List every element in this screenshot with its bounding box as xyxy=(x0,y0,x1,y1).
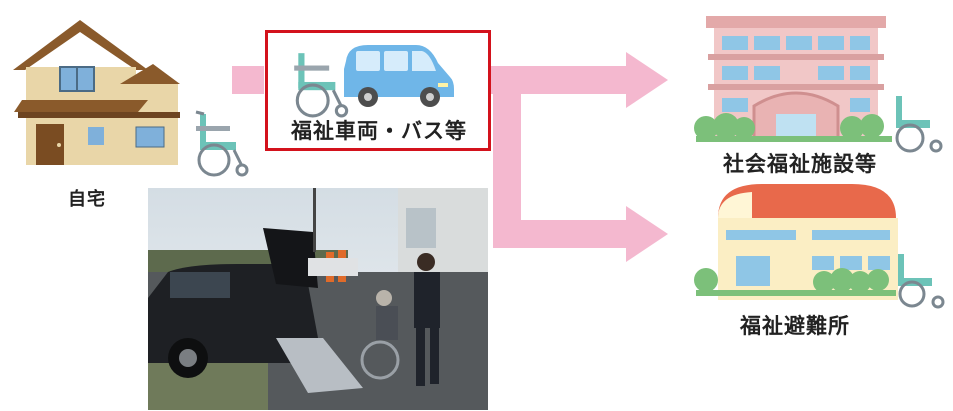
arrow-head-facility xyxy=(626,52,668,108)
vehicle-node: 福祉車両・バス等 xyxy=(265,30,491,151)
boarding-photo xyxy=(148,188,488,410)
wheelchair-home xyxy=(192,108,256,182)
home-node xyxy=(8,12,183,176)
house-icon xyxy=(13,20,180,165)
shelter-label: 福祉避難所 xyxy=(740,314,850,338)
arrow-branch-vertical xyxy=(493,66,521,246)
wheelchair-icon xyxy=(294,53,349,118)
home-label: 自宅 xyxy=(68,189,106,210)
shelter-building-icon xyxy=(694,184,945,309)
wheelchair-icon xyxy=(195,110,249,177)
van-icon xyxy=(344,45,454,107)
care-facility-icon xyxy=(694,16,943,153)
wheelchair-boarding-photo xyxy=(148,188,488,410)
vehicle-label: 福祉車両・バス等 xyxy=(291,119,467,143)
wheelchair-icon xyxy=(898,254,945,309)
arrow-head-shelter xyxy=(626,206,668,262)
arrow-band-bottom xyxy=(493,220,626,248)
arrow-band-home xyxy=(232,66,264,94)
wheelchair-icon xyxy=(895,96,943,153)
shelter-node xyxy=(692,178,952,314)
facility-label: 社会福祉施設等 xyxy=(723,152,877,176)
facility-node xyxy=(692,10,952,164)
